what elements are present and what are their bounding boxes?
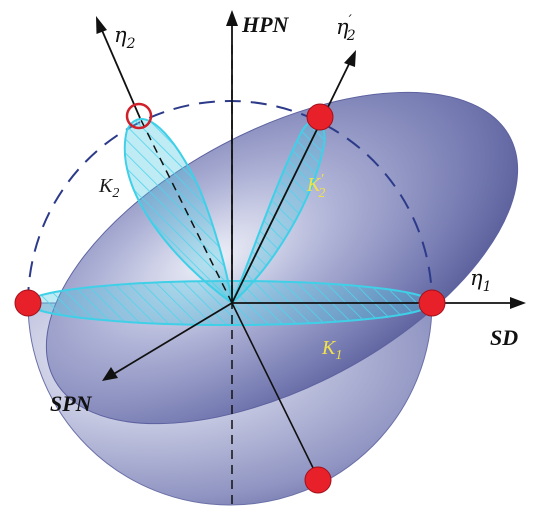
marker-hollow-top-left [125, 102, 153, 130]
eta2-dashed-line [139, 117, 233, 304]
label-eta1: η1 [470, 266, 492, 295]
label-k2: K2 [98, 175, 119, 201]
marker-bottom [304, 466, 332, 494]
eta2-axis-arrow [100, 27, 141, 119]
label-sd: SD [490, 325, 518, 350]
hpn-arrowhead [226, 10, 238, 26]
lower-normal-line [231, 302, 319, 479]
dashed-arc [27, 100, 433, 304]
sd-arrowhead [510, 297, 526, 309]
label-eta2-prime: η′2 [336, 13, 356, 44]
spn-axis-arrow [111, 302, 233, 376]
marker-left [14, 289, 42, 317]
marker-top-right [306, 103, 334, 131]
spn-arrowhead [102, 367, 118, 381]
label-spn: SPN [50, 391, 93, 416]
region-k2 [123, 117, 234, 306]
label-hpn: HPN [241, 12, 290, 37]
marker-right [418, 289, 446, 317]
tilted-ellipsoid [45, 91, 519, 425]
label-eta2: η2 [114, 23, 136, 52]
eta2-arrowhead [96, 16, 107, 34]
label-k2-prime: K′2 [306, 172, 325, 201]
label-k1: K1 [321, 337, 342, 363]
eta2-prime-arrowhead [344, 50, 356, 67]
eta2-prime-axis-arrow [231, 61, 351, 304]
